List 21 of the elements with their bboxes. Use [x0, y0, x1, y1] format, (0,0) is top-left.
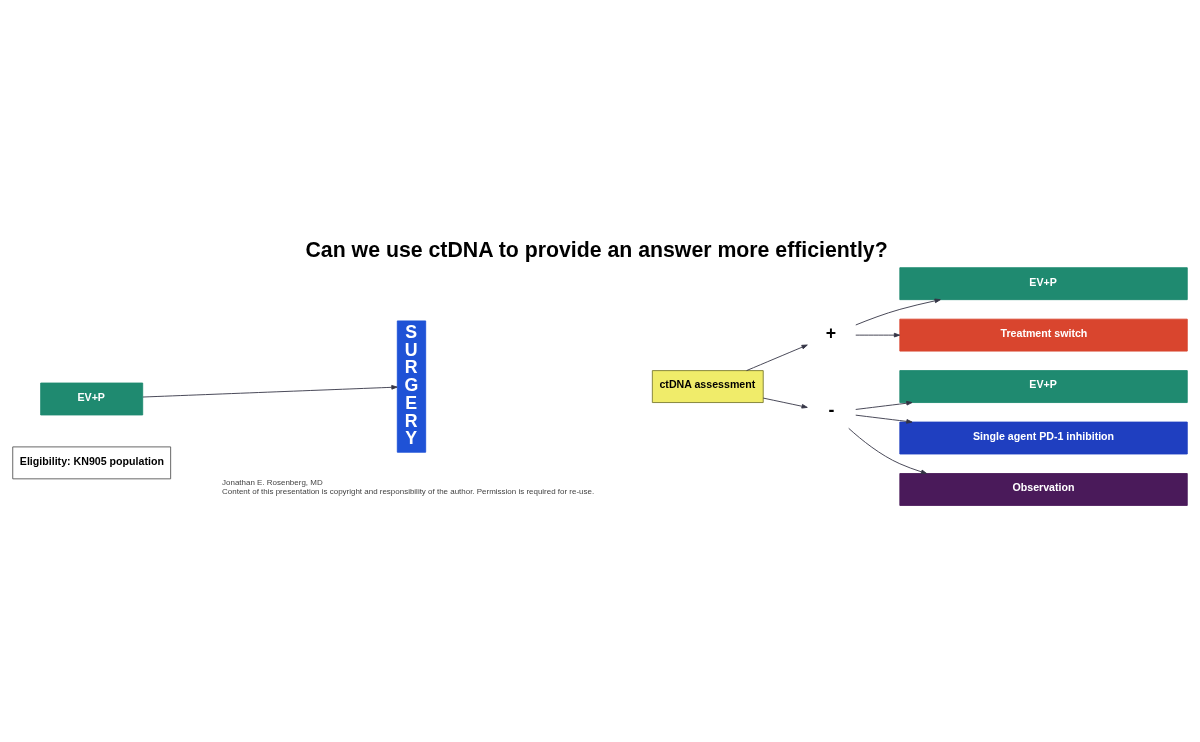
diagram-title: Can we use ctDNA to provide an answer more efficiently?: [305, 237, 888, 262]
node-box: EV+P: [899, 266, 1188, 300]
arrow: [142, 384, 398, 397]
arrow: [855, 414, 913, 424]
node-box: ctDNA assessment: [651, 369, 764, 403]
node-box: EV+P: [40, 382, 144, 415]
arrow: [855, 400, 913, 410]
arrow: [855, 332, 901, 337]
node-box: Single agent PD-1 inhibition: [899, 421, 1188, 454]
node-box: Observation: [899, 472, 1188, 506]
label: Jonathan E. Rosenberg, MD: [222, 477, 323, 487]
label: Content of this presentation is copyright and responsibility of the author. Permission is required for re-use.: [222, 486, 595, 496]
arrow: [855, 298, 941, 325]
arrow: [746, 344, 808, 371]
node-box: Treatment switch: [899, 318, 1188, 352]
node-box: SURGERY: [396, 320, 427, 453]
arrow: [762, 397, 808, 409]
node-text: +: [825, 322, 837, 343]
arrow: [848, 427, 928, 474]
node-box: Eligibility: KN905 population: [12, 445, 172, 479]
node-text: -: [828, 399, 835, 420]
